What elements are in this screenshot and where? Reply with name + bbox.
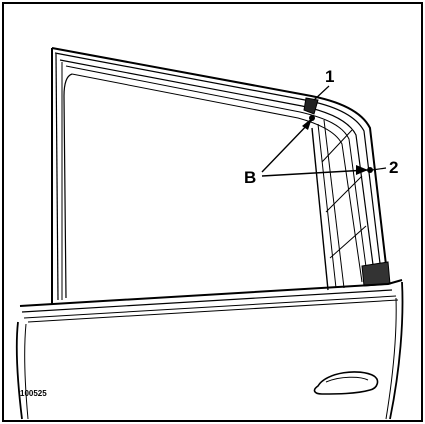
seal-lower-corner — [361, 261, 391, 287]
door-front-edge — [15, 321, 23, 420]
belt-line-4 — [27, 299, 399, 323]
callout-b: B — [244, 168, 257, 187]
glass-reflection-2 — [325, 175, 363, 213]
leader-1 — [313, 85, 330, 101]
figure-reference: 100525 — [20, 389, 47, 398]
glass-reflection-3 — [329, 225, 367, 259]
window-frame-line-3 — [59, 59, 376, 281]
fixing-point-2 — [367, 167, 373, 173]
door-rear-edge — [389, 281, 404, 420]
window-frame-line-4 — [65, 65, 369, 283]
arrowhead-b-2 — [356, 165, 368, 175]
front-post-line-2 — [55, 53, 59, 301]
window-frame-line-2 — [54, 52, 383, 281]
door-handle — [313, 371, 379, 395]
door-handle-recess — [325, 376, 369, 383]
leader-b-1 — [261, 119, 313, 173]
leader-b-2 — [261, 169, 368, 177]
belt-line-2 — [21, 289, 393, 313]
leader-2 — [371, 167, 387, 171]
quarter-glass-edge-2 — [317, 123, 337, 289]
window-frame-inner — [63, 73, 73, 299]
quarter-glass-edge — [311, 127, 329, 291]
window-frame-inner-2 — [71, 73, 363, 283]
callout-1: 1 — [325, 67, 335, 86]
window-frame-outer — [51, 47, 389, 283]
door-front-edge-2 — [24, 323, 29, 420]
seal-corner-1 — [303, 97, 319, 115]
callout-2: 2 — [389, 158, 399, 177]
door-rear-edge-2 — [385, 297, 397, 420]
belt-line-3 — [23, 295, 397, 319]
arrowhead-b-1 — [302, 118, 312, 130]
glass-reflection-1 — [321, 129, 353, 163]
belt-line-upper — [19, 279, 403, 307]
